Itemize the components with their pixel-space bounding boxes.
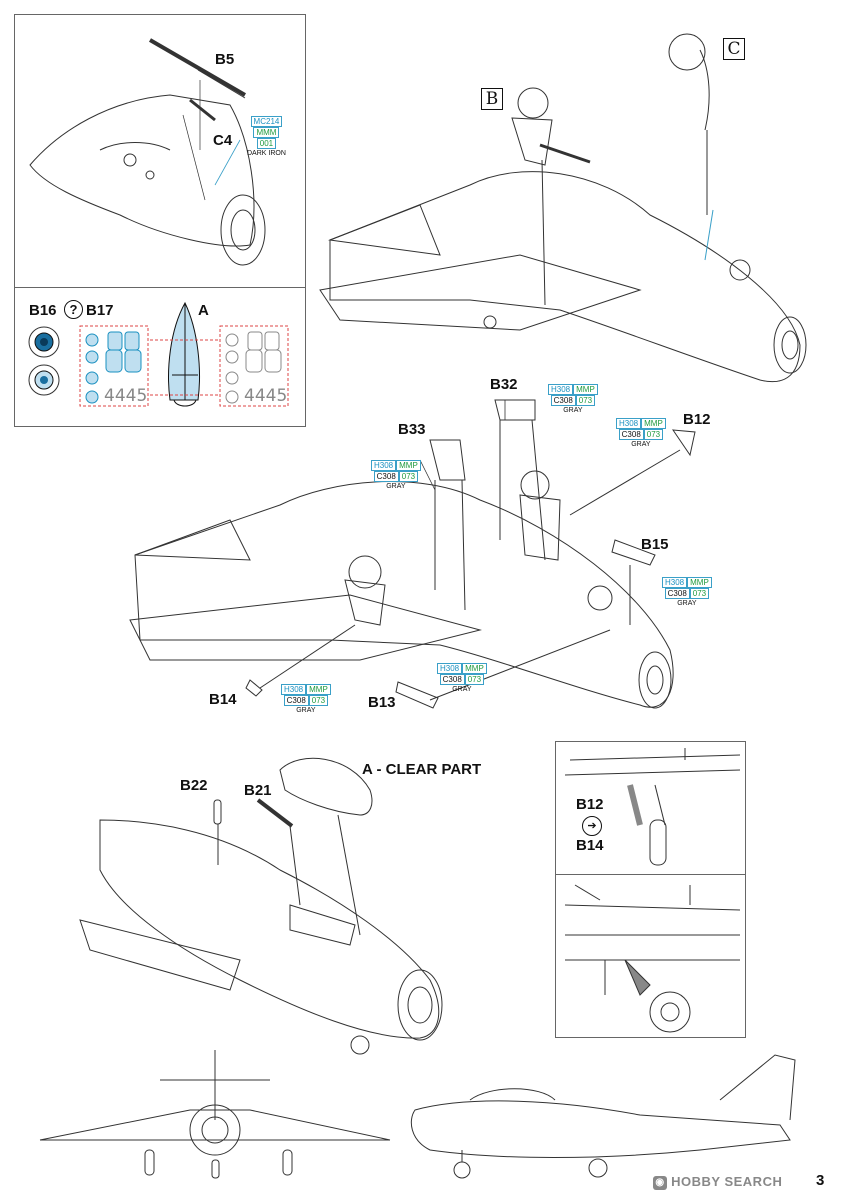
paint-code: H308 (437, 663, 463, 674)
panel-step-b5-c4 (14, 14, 306, 288)
paint-code: 073 (398, 471, 419, 482)
paint-code: MMP (573, 384, 598, 395)
paint-code: MMP (687, 577, 712, 588)
paint-code: H308 (371, 460, 397, 471)
paint-code: C308 (664, 588, 690, 599)
paint-code: C308 (373, 471, 399, 482)
label-b15: B15 (641, 536, 669, 553)
paint-code: H308 (548, 384, 574, 395)
middle-aircraft-drawing (129, 399, 696, 709)
nose-closeup-drawing (29, 38, 266, 266)
watermark-logo-icon: ◉ (653, 1175, 667, 1190)
side-view-drawing (410, 1054, 796, 1179)
paint-code: H308 (281, 684, 307, 695)
paint-code: 073 (689, 588, 710, 599)
label-b13: B13 (368, 694, 396, 711)
paint-name: GRAY (563, 407, 583, 414)
label-b14: B14 (209, 691, 237, 708)
paint-code: 001 (256, 138, 277, 149)
lower-aircraft-drawing (79, 757, 443, 1055)
paint-code: MMM (253, 127, 280, 138)
inset-gear-front-drawing (564, 748, 741, 866)
label-a-clear-part: A - CLEAR PART (362, 761, 482, 778)
paint-code: C308 (283, 695, 309, 706)
main-aircraft-top (319, 33, 807, 383)
label-box-c: C (723, 38, 745, 60)
label-b32: B32 (490, 376, 518, 393)
paint-name: GRAY (677, 600, 697, 607)
leader-lines (197, 69, 506, 491)
paint-code: MC214 (250, 116, 283, 127)
paint-code: C308 (618, 429, 644, 440)
inset-gear-side-drawing (564, 884, 741, 1033)
label-inset-b12: B12 (576, 796, 604, 813)
paint-code: 073 (575, 395, 596, 406)
paint-name: GRAY (631, 441, 651, 448)
label-inset-b14: B14 (576, 837, 604, 854)
paint-code: MMP (306, 684, 331, 695)
paint-code: 073 (643, 429, 664, 440)
paint-code: MMP (396, 460, 421, 471)
paint-code: C308 (550, 395, 576, 406)
label-c4: C4 (213, 132, 233, 149)
front-view-drawing (39, 1050, 391, 1179)
question-icon: ? (64, 300, 83, 319)
label-a-mask: A (198, 302, 209, 319)
label-b16: B16 (29, 302, 57, 319)
paint-name: GRAY (452, 686, 472, 693)
paint-name: GRAY (296, 707, 316, 714)
paint-code: 073 (464, 674, 485, 685)
label-b33: B33 (398, 421, 426, 438)
paint-code: MMP (462, 663, 487, 674)
paint-code: 073 (308, 695, 329, 706)
label-b22: B22 (180, 777, 208, 794)
label-b17: B17 (86, 302, 114, 319)
mask-number-left: 4445 (104, 386, 148, 406)
label-b12: B12 (683, 411, 711, 428)
paint-name: GRAY (386, 483, 406, 490)
paint-code: H308 (662, 577, 688, 588)
paint-code: H308 (616, 418, 642, 429)
page-number: 3 (816, 1172, 825, 1189)
label-box-b: B (481, 88, 503, 110)
paint-code: C308 (439, 674, 465, 685)
paint-name: DARK IRON (247, 150, 286, 157)
mask-drawings (28, 301, 289, 407)
attach-arrow-icon: ➔ (582, 816, 602, 836)
watermark: ◉ HOBBY SEARCH (653, 1174, 782, 1190)
label-b5: B5 (215, 51, 235, 68)
paint-callout-c4: MC214 MMM 001 DARK IRON (247, 116, 286, 158)
mask-number-right: 4445 (244, 386, 288, 406)
panel-masks (14, 287, 306, 427)
paint-code: MMP (641, 418, 666, 429)
label-b21: B21 (244, 782, 272, 799)
watermark-text: HOBBY SEARCH (671, 1174, 783, 1189)
